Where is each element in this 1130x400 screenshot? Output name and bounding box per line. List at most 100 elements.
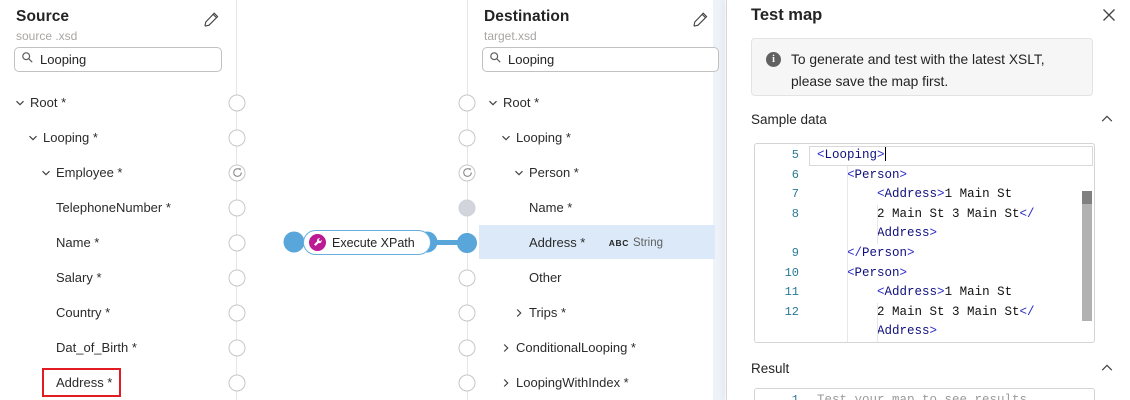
source-port-loop-icon[interactable]	[228, 164, 246, 181]
tree-node-label: Country *	[56, 305, 111, 320]
destination-node-looping[interactable]: Looping *	[468, 120, 725, 155]
source-node-country[interactable]: Country *	[0, 295, 236, 330]
destination-port-circle[interactable]	[458, 94, 476, 111]
destination-port-circle[interactable]	[458, 129, 476, 146]
source-port-circle[interactable]	[228, 199, 246, 216]
destination-node-trips[interactable]: Trips *	[468, 295, 725, 330]
result-section-label: Result	[751, 361, 790, 376]
line-number: 9	[791, 246, 799, 260]
info-banner-text: To generate and test with the latest XSL…	[791, 52, 1045, 89]
tree-node-label: Address *	[529, 235, 586, 250]
chevron-up-icon[interactable]	[1098, 359, 1116, 377]
source-node-employee[interactable]: Employee *	[0, 155, 236, 190]
destination-panel-title: Destination	[484, 8, 570, 25]
destination-schema-filename: target.xsd	[484, 29, 537, 43]
destination-search-input[interactable]	[508, 52, 712, 67]
destination-edit-schema-button[interactable]	[691, 10, 711, 30]
chevron-down-icon[interactable]	[487, 97, 499, 109]
chevron-down-icon[interactable]	[513, 167, 525, 179]
chevron-down-icon[interactable]	[14, 97, 26, 109]
source-node-telephonenumber[interactable]: TelephoneNumber *	[0, 190, 236, 225]
line-number: 5	[791, 148, 799, 162]
source-port-circle[interactable]	[228, 339, 246, 356]
save-map-info-banner: i To generate and test with the latest X…	[751, 38, 1093, 96]
destination-node-other[interactable]: Other	[468, 260, 725, 295]
sample-data-code-editor[interactable]: 5<Looping>6 <Person>7 <Address>1 Main St…	[754, 143, 1095, 343]
destination-node-loopingwithindex[interactable]: LoopingWithIndex *	[468, 365, 725, 400]
code-line: 8 2 Main St 3 Main St</	[755, 205, 1094, 225]
source-port-circle[interactable]	[228, 374, 246, 391]
source-edit-schema-button[interactable]	[202, 10, 222, 30]
source-port-circle[interactable]	[228, 129, 246, 146]
destination-port-circle[interactable]	[458, 269, 476, 286]
function-input-handle[interactable]	[283, 231, 305, 253]
source-search-input[interactable]	[40, 52, 215, 67]
destination-port-circle[interactable]	[458, 304, 476, 321]
source-panel-header: Source source .xsd	[16, 8, 224, 43]
tree-node-label: ConditionalLooping *	[516, 340, 636, 355]
code-line-content: <Person>	[847, 167, 908, 182]
line-number: 12	[784, 304, 799, 319]
source-node-dat-of-birth[interactable]: Dat_of_Birth *	[0, 330, 236, 365]
text-cursor	[884, 146, 887, 161]
connection-line[interactable]	[426, 240, 468, 245]
destination-port-circle[interactable]	[457, 232, 477, 253]
chevron-down-icon[interactable]	[27, 132, 39, 144]
destination-node-name[interactable]: Name *	[468, 190, 725, 225]
destination-port-loop-icon[interactable]	[458, 164, 476, 181]
sample-data-section-label: Sample data	[751, 112, 827, 127]
destination-port-circle[interactable]	[458, 339, 476, 356]
destination-node-conditionallooping[interactable]: ConditionalLooping *	[468, 330, 725, 365]
chevron-right-icon[interactable]	[513, 307, 525, 319]
tree-node-label: Employee *	[56, 165, 123, 180]
destination-node-root[interactable]: Root *	[468, 85, 725, 120]
indent-guide	[877, 303, 878, 342]
result-code-editor[interactable]: 1 Test your map to see results	[754, 388, 1095, 400]
destination-port-circle[interactable]	[458, 199, 476, 216]
destination-search-box	[482, 47, 719, 72]
code-line: 13	[755, 342, 1094, 343]
function-wrench-icon	[309, 234, 326, 251]
code-line-content: 2 Main St 3 Main St</	[877, 304, 1035, 319]
source-port-circle[interactable]	[228, 94, 246, 111]
source-node-looping[interactable]: Looping *	[0, 120, 236, 155]
chevron-down-icon[interactable]	[40, 167, 52, 179]
function-node-label: Execute XPath	[332, 235, 415, 250]
code-line-content	[809, 342, 1094, 343]
source-port-circle[interactable]	[228, 304, 246, 321]
code-line-content: </Person>	[847, 246, 915, 260]
line-number: 8	[791, 206, 799, 221]
tree-node-label: Looping *	[516, 130, 571, 145]
code-line: 5<Looping>	[755, 146, 1094, 166]
chevron-right-icon[interactable]	[500, 342, 512, 354]
tree-node-label: Person *	[529, 165, 579, 180]
source-node-address[interactable]: Address *	[0, 365, 236, 400]
destination-port-circle[interactable]	[458, 374, 476, 391]
source-panel-title: Source	[16, 8, 70, 25]
search-icon	[21, 51, 34, 69]
chevron-right-icon[interactable]	[500, 377, 512, 389]
code-line: Address>	[755, 224, 1094, 244]
code-line: 11 <Address>1 Main St	[755, 283, 1094, 303]
chevron-up-icon[interactable]	[1098, 110, 1116, 128]
close-icon[interactable]	[1098, 5, 1120, 27]
chevron-down-icon[interactable]	[500, 132, 512, 144]
line-number: 1	[791, 393, 799, 400]
line-number: 10	[784, 265, 799, 280]
source-port-circle[interactable]	[228, 269, 246, 286]
source-node-salary[interactable]: Salary *	[0, 260, 236, 295]
editor-scrollbar[interactable]	[1082, 191, 1092, 321]
tree-node-label: Root *	[30, 95, 67, 110]
abc-type-icon: ABC	[608, 237, 629, 248]
execute-xpath-function-node[interactable]: Execute XPath	[303, 230, 431, 255]
source-node-name[interactable]: Name *	[0, 225, 236, 260]
source-node-root[interactable]: Root *	[0, 85, 236, 120]
source-search-box	[14, 47, 222, 72]
pencil-icon	[204, 11, 220, 30]
destination-node-person[interactable]: Person *	[468, 155, 725, 190]
test-map-panel: Test map i To generate and test with the…	[726, 0, 1130, 400]
tree-node-label: Name *	[529, 200, 573, 215]
code-line-content: Address>	[877, 324, 938, 339]
source-port-circle[interactable]	[228, 234, 246, 251]
